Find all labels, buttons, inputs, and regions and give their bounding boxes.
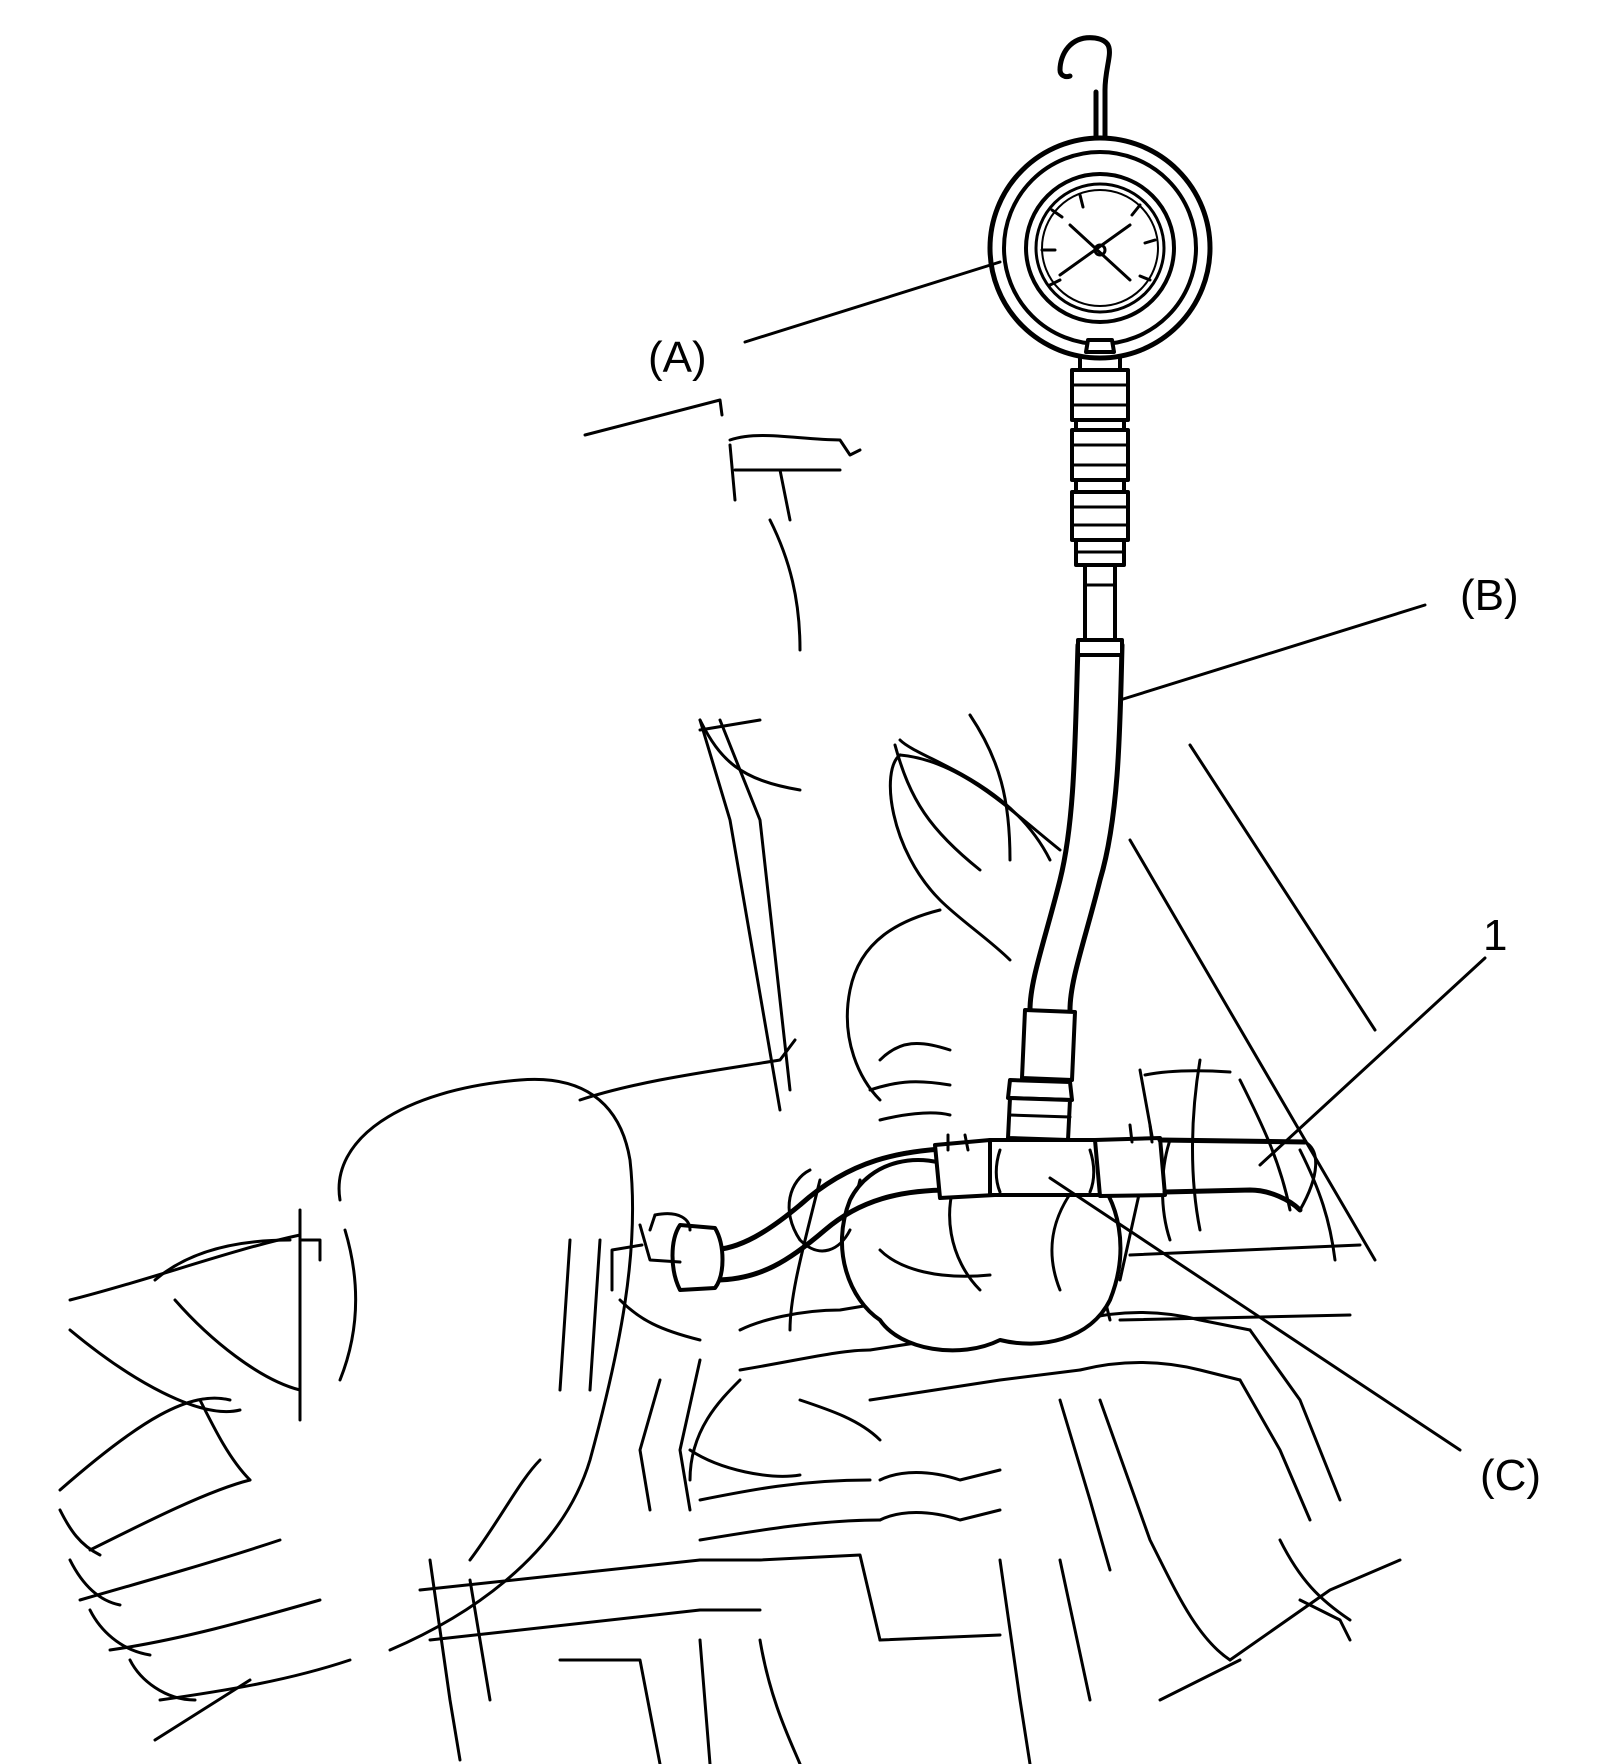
- callout-a: (A): [648, 333, 707, 382]
- fuel-rail-body: [787, 1145, 1123, 1353]
- callout-1: 1: [1483, 911, 1507, 960]
- engine-bay-background: [58, 398, 1402, 1764]
- callout-b: (B): [1460, 571, 1519, 620]
- pressure-gauge-icon: [987, 35, 1213, 361]
- callout-c: (C): [1480, 1451, 1541, 1500]
- gauge-hose-icon: [1006, 348, 1130, 1142]
- leader-lines: [743, 260, 1487, 1452]
- hanger-hook-icon: [1057, 35, 1112, 151]
- fuel-hose-icon: [610, 1123, 1318, 1292]
